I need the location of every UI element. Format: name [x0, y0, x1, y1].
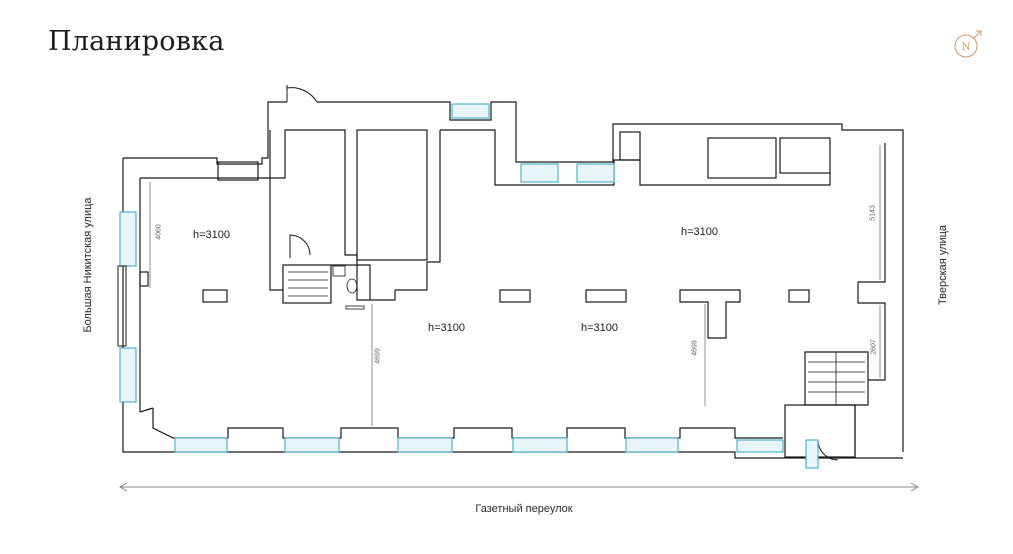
dimension-label: 4060: [155, 224, 163, 240]
dimension-lines: [149, 145, 881, 426]
room-height-north-east: h=3100: [681, 226, 719, 238]
street-label-bottom: Газетный переулок: [475, 503, 573, 515]
stairs: [288, 271, 865, 405]
room-height-south-center: h=3100: [428, 322, 466, 334]
outer-walls: [122, 101, 904, 459]
room-height-south-east: h=3100: [581, 322, 619, 334]
street-label-right: Тверская улица: [937, 224, 949, 306]
dimension-label: 2607: [870, 339, 878, 355]
interior-walls: [217, 129, 869, 458]
dimension-label: 5143: [869, 205, 877, 221]
columns: [139, 271, 810, 303]
logo-compass-icon[interactable]: N: [953, 30, 983, 60]
dimension-label: 4699: [374, 348, 382, 364]
page-title: Планировка: [48, 26, 225, 57]
logo-letter: N: [962, 42, 971, 53]
street-arrow: [118, 482, 920, 492]
dimension-label: 4699: [691, 340, 699, 356]
bathroom-fixtures: [332, 265, 365, 310]
windows: [117, 103, 819, 469]
street-label-left: Большая Никитская улица: [82, 197, 94, 333]
room-height-west: h=3100: [193, 229, 231, 241]
